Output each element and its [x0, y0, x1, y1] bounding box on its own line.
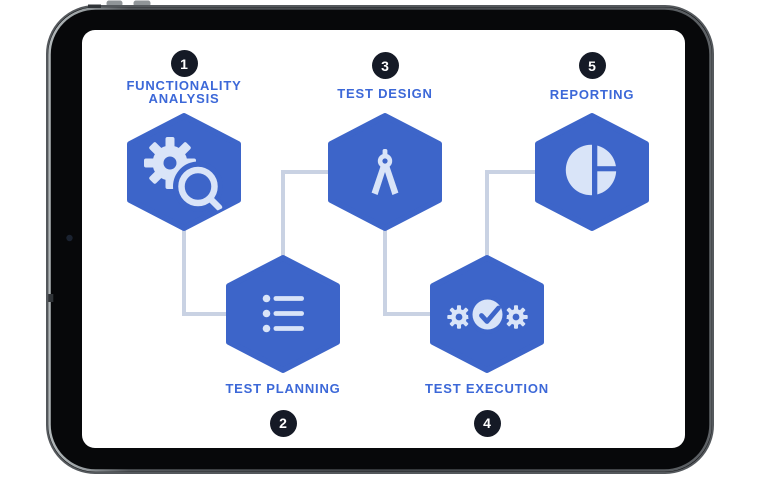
step-label-test-planning: TEST PLANNING	[225, 381, 341, 396]
gears-checkmark-icon	[447, 295, 528, 334]
antenna-seam-top	[88, 4, 101, 8]
front-camera-icon	[66, 234, 73, 242]
drafting-compass-icon	[371, 149, 399, 195]
step-number-badge-5: 5	[578, 52, 606, 79]
workflow-icons	[144, 137, 618, 334]
step-number-badge-2: 2	[269, 409, 297, 437]
step-label-test-execution: TEST EXECUTION	[425, 381, 549, 396]
tablet-metal-rim	[48, 7, 712, 472]
connector-step1-step2	[182, 222, 236, 316]
step-number-badge-3: 3	[371, 52, 399, 79]
antenna-seam-left	[48, 294, 54, 302]
step-number-badge-4: 4	[473, 409, 501, 437]
connector-step3-step4	[383, 222, 438, 316]
pie-chart-icon	[565, 140, 618, 200]
step-label-reporting: REPORTING	[549, 87, 635, 102]
step-number-badge-1: 1	[170, 50, 198, 77]
gear-magnifier-icon	[144, 137, 229, 217]
step-label-functionality-analysis: FUNCTIONALITY ANALYSIS	[126, 78, 242, 106]
step-label-test-design: TEST DESIGN	[337, 86, 433, 101]
bulleted-list-icon	[262, 294, 304, 333]
